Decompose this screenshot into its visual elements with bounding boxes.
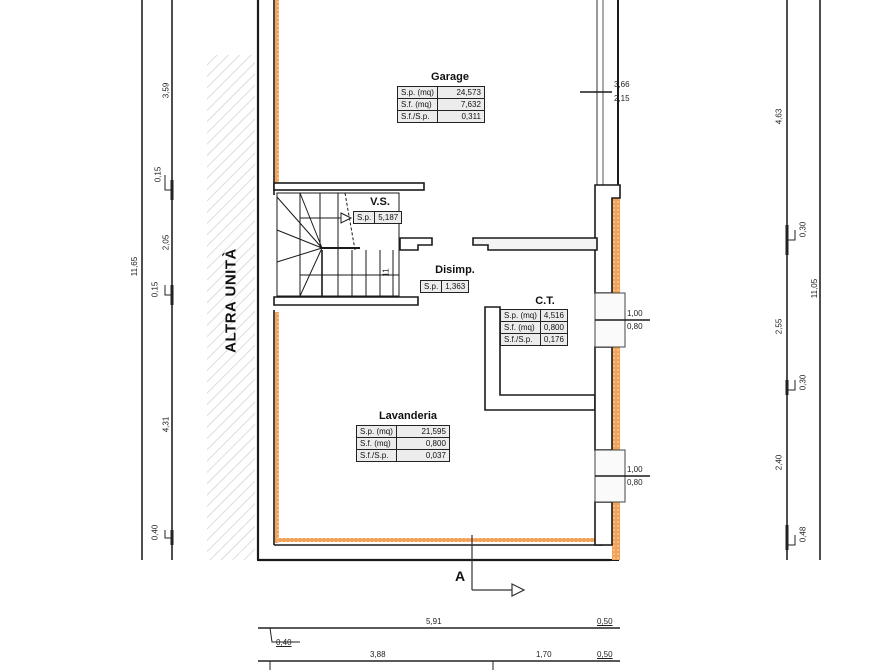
dim-left-total: 11,65 bbox=[130, 256, 140, 277]
dim-left-5: 4,31 bbox=[161, 416, 171, 433]
table-row: S.p. (mq)24,573 bbox=[397, 86, 485, 99]
window-1-top: 1,00 bbox=[627, 309, 643, 318]
table-row: S.p. (mq)21,595 bbox=[356, 425, 450, 438]
dim-left-1: 3,59 bbox=[161, 82, 171, 99]
dim-right-4: 0,30 bbox=[798, 374, 808, 391]
dim-right-1: 4,63 bbox=[774, 108, 784, 125]
window-2-top: 1,00 bbox=[627, 465, 643, 474]
dim-left-3: 2,05 bbox=[161, 234, 171, 251]
table-row: S.f./S.p.0,037 bbox=[356, 449, 450, 462]
dim-right-3: 2,55 bbox=[774, 318, 784, 335]
table-row: S.p.5,187 bbox=[352, 211, 403, 224]
stair bbox=[276, 192, 400, 297]
dim-bottom-1a: 0,40 bbox=[276, 638, 292, 647]
adjacent-unit-hatch bbox=[207, 55, 255, 560]
window-1-bottom: 0,80 bbox=[627, 322, 643, 331]
table-row: S.p. (mq)4,516 bbox=[500, 309, 568, 322]
window-2-bottom: 0,80 bbox=[627, 478, 643, 487]
dim-right-5: 2,40 bbox=[774, 454, 784, 471]
dim-left-4: 0,15 bbox=[150, 281, 160, 298]
table-row: S.f./S.p.0,176 bbox=[500, 333, 568, 346]
dim-right-2: 0,30 bbox=[798, 221, 808, 238]
insulation-left-bottom bbox=[275, 312, 279, 543]
stair-steps-label: 11 bbox=[381, 268, 391, 277]
garage-opening-bottom: 2,15 bbox=[614, 94, 630, 103]
room-title-ct: C.T. bbox=[535, 295, 555, 307]
table-row: S.p.1,363 bbox=[419, 280, 470, 293]
room-title-disimp: Disimp. bbox=[435, 264, 475, 276]
table-row: S.f. (mq)7,632 bbox=[397, 98, 485, 111]
table-row: S.f. (mq)0,800 bbox=[356, 437, 450, 450]
table-row: S.f. (mq)0,800 bbox=[500, 321, 568, 334]
insulation-bottom bbox=[275, 538, 602, 542]
room-title-lavanderia: Lavanderia bbox=[378, 410, 438, 422]
dim-left-6: 0,40 bbox=[150, 524, 160, 541]
area-table-ct: S.p. (mq)4,516 S.f. (mq)0,800 S.f./S.p.0… bbox=[500, 309, 568, 346]
insulation-right-3 bbox=[612, 502, 620, 560]
dim-right-total: 11,05 bbox=[810, 278, 820, 299]
insulation-left-top bbox=[275, 0, 279, 183]
dim-left-2: 0,15 bbox=[153, 166, 163, 183]
area-table-lavanderia: S.p. (mq)21,595 S.f. (mq)0,800 S.f./S.p.… bbox=[356, 425, 450, 462]
room-title-vs: V.S. bbox=[370, 196, 390, 208]
area-table-disimp: S.p.1,363 bbox=[419, 280, 470, 293]
dim-bottom-1b: 5,91 bbox=[426, 617, 442, 626]
room-title-garage: Garage bbox=[431, 71, 469, 83]
area-table-vs: S.p.5,187 bbox=[352, 211, 403, 224]
dim-bottom-2b: 1,70 bbox=[536, 650, 552, 659]
table-row: S.f./S.p.0,311 bbox=[397, 110, 485, 123]
section-marker-label: A bbox=[455, 568, 466, 584]
insulation-right-2 bbox=[612, 347, 620, 450]
dim-bottom-2c: 0,50 bbox=[597, 650, 613, 659]
insulation-right-1 bbox=[612, 198, 620, 293]
dim-right-6: 0,48 bbox=[798, 526, 808, 543]
garage-opening-top: 3,66 bbox=[614, 80, 630, 89]
adjacent-unit-label: ALTRA UNITÀ bbox=[222, 248, 240, 353]
area-table-garage: S.p. (mq)24,573 S.f. (mq)7,632 S.f./S.p.… bbox=[397, 86, 485, 123]
dim-bottom-2a: 3,88 bbox=[370, 650, 386, 659]
dim-bottom-1c: 0,50 bbox=[597, 617, 613, 626]
